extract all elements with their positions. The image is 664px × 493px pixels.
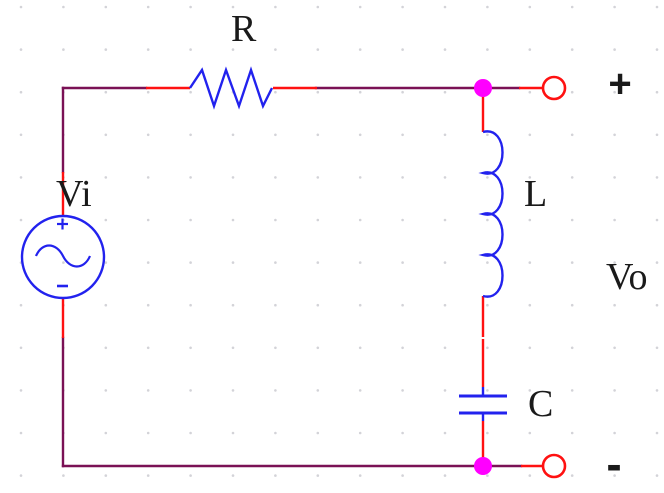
- inductor-coils[interactable]: [478, 130, 504, 298]
- resistor-label[interactable]: R: [231, 8, 257, 50]
- wires[interactable]: [61, 86, 523, 468]
- minus-terminal-circle[interactable]: [541, 453, 567, 479]
- source-label[interactable]: Vi: [56, 173, 92, 215]
- sine-wave-icon: [34, 244, 92, 268]
- grid-dots: [19, 5, 659, 477]
- minus-terminal-label: -: [606, 438, 621, 490]
- source-circle[interactable]: [20, 214, 106, 300]
- pins: [61, 86, 543, 468]
- junction-dot-top[interactable]: [474, 79, 492, 97]
- plus-terminal-circle[interactable]: [541, 75, 567, 101]
- inductor-symbol[interactable]: [478, 130, 504, 298]
- inductor-label[interactable]: L: [524, 173, 547, 215]
- source-plus-icon: [57, 218, 68, 230]
- resistor-zigzag[interactable]: [189, 66, 274, 110]
- junction-dot-bottom[interactable]: [474, 457, 492, 475]
- resistor-symbol[interactable]: [189, 66, 274, 110]
- capacitor-symbol[interactable]: [459, 387, 507, 421]
- output-node-label[interactable]: Vo: [606, 256, 648, 298]
- voltage-source-symbol[interactable]: [20, 214, 106, 300]
- plus-terminal-label: +: [608, 62, 631, 106]
- capacitor-label[interactable]: C: [528, 383, 553, 425]
